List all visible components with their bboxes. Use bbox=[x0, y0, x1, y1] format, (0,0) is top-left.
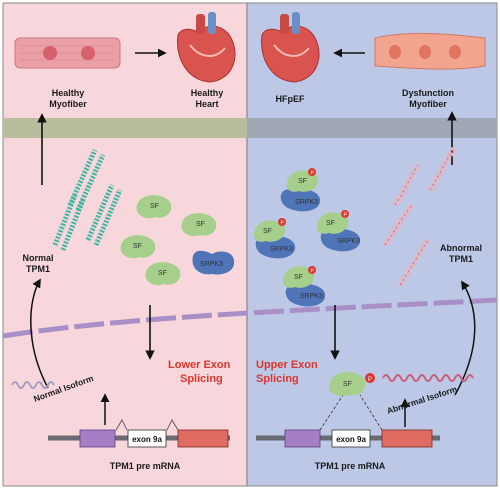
sf-srpk3-complex-4: P SF SRPK3 bbox=[282, 266, 326, 307]
sf-label: SF bbox=[150, 203, 159, 210]
left-pre-mrna-label: TPM1 pre mRNA bbox=[110, 461, 181, 471]
dysfunction-myofiber-label-1: Dysfunction bbox=[402, 88, 454, 98]
abnormal-tpm1-outline bbox=[384, 147, 456, 286]
exon-9a-box bbox=[127, 429, 167, 448]
hfpef-label: HFpEF bbox=[276, 94, 305, 104]
exon-purple bbox=[79, 429, 116, 448]
abnormal-tpm1-label-1: Abnormal bbox=[440, 243, 482, 253]
normal-tpm1-label-1: Normal bbox=[22, 253, 53, 263]
dysfunction-myofiber-icon bbox=[374, 32, 486, 70]
nuclear-membrane bbox=[2, 297, 498, 339]
srpk3-label: SRPK3 bbox=[200, 261, 223, 268]
sf-label: SF bbox=[294, 274, 303, 281]
dysfunction-myofiber-label-2: Myofiber bbox=[409, 99, 447, 109]
right-pre-mrna-label: TPM1 pre mRNA bbox=[315, 461, 386, 471]
exon-red bbox=[381, 429, 433, 448]
lower-exon-splicing-label-2: Splicing bbox=[180, 373, 223, 385]
hfpef-heart-icon bbox=[260, 12, 320, 83]
sf-label: SF bbox=[196, 221, 205, 228]
sf-blob-4: SF bbox=[145, 262, 181, 286]
upper-exon-splicing-label-1: Upper Exon bbox=[256, 359, 318, 371]
sf-label: SF bbox=[263, 228, 272, 235]
sf-srpk3-complex-1: P SF SRPK3 bbox=[280, 168, 321, 212]
sf-blob-1: SF bbox=[136, 195, 172, 219]
right-band bbox=[247, 118, 497, 138]
sf-srpk3-complex-2: P SF SRPK3 bbox=[253, 218, 296, 259]
phospho-label: P bbox=[368, 377, 372, 383]
phospho-label: P bbox=[311, 269, 315, 275]
sf-blob-3: SF bbox=[120, 235, 156, 259]
arrow-isoform-to-normal-tpm1 bbox=[30, 278, 49, 389]
sf-label: SF bbox=[343, 381, 352, 388]
exon-label: exon 9a bbox=[336, 435, 366, 444]
srpk3-blob: SRPK3 bbox=[192, 250, 235, 275]
sf-blob-2: SF bbox=[181, 213, 217, 237]
sf-label: SF bbox=[133, 243, 142, 250]
healthy-heart-label-2: Heart bbox=[195, 99, 218, 109]
exon-label: exon 9a bbox=[132, 435, 162, 444]
normal-tpm1-filaments bbox=[52, 148, 123, 251]
healthy-myofiber-label-1: Healthy bbox=[52, 88, 85, 98]
abnormal-tpm1-label-2: TPM1 bbox=[449, 254, 473, 264]
upper-exon-splicing-label-2: Splicing bbox=[256, 373, 299, 385]
normal-isoform-mrna bbox=[11, 381, 55, 389]
sf-blob-splicing: P SF bbox=[329, 371, 375, 396]
srpk3-label: SRPK3 bbox=[295, 199, 318, 206]
abnormal-isoform-mrna bbox=[382, 374, 474, 382]
left-band bbox=[3, 118, 247, 138]
srpk3-label: SRPK3 bbox=[337, 238, 360, 245]
healthy-myofiber-icon bbox=[14, 37, 121, 69]
exon-9a-box bbox=[331, 429, 371, 448]
sf-label: SF bbox=[326, 220, 335, 227]
exon-red bbox=[177, 429, 229, 448]
left-pre-mrna: exon 9a bbox=[48, 419, 230, 448]
srpk3-label: SRPK3 bbox=[270, 246, 293, 253]
healthy-myofiber-label-2: Myofiber bbox=[49, 99, 87, 109]
right-pre-mrna: exon 9a bbox=[256, 391, 440, 448]
lower-exon-splicing-label-1: Lower Exon bbox=[168, 359, 231, 371]
exon-purple bbox=[284, 429, 321, 448]
phospho-label: P bbox=[311, 171, 315, 177]
normal-tpm1-label-2: TPM1 bbox=[26, 264, 50, 274]
healthy-heart-label-1: Healthy bbox=[191, 88, 224, 98]
sf-srpk3-complex-3: P SF SRPK3 bbox=[316, 210, 361, 252]
phospho-label: P bbox=[281, 221, 285, 227]
sf-label: SF bbox=[298, 178, 307, 185]
sf-label: SF bbox=[158, 270, 167, 277]
phospho-label: P bbox=[344, 213, 348, 219]
srpk3-label: SRPK3 bbox=[300, 293, 323, 300]
healthy-heart-icon bbox=[176, 12, 236, 83]
